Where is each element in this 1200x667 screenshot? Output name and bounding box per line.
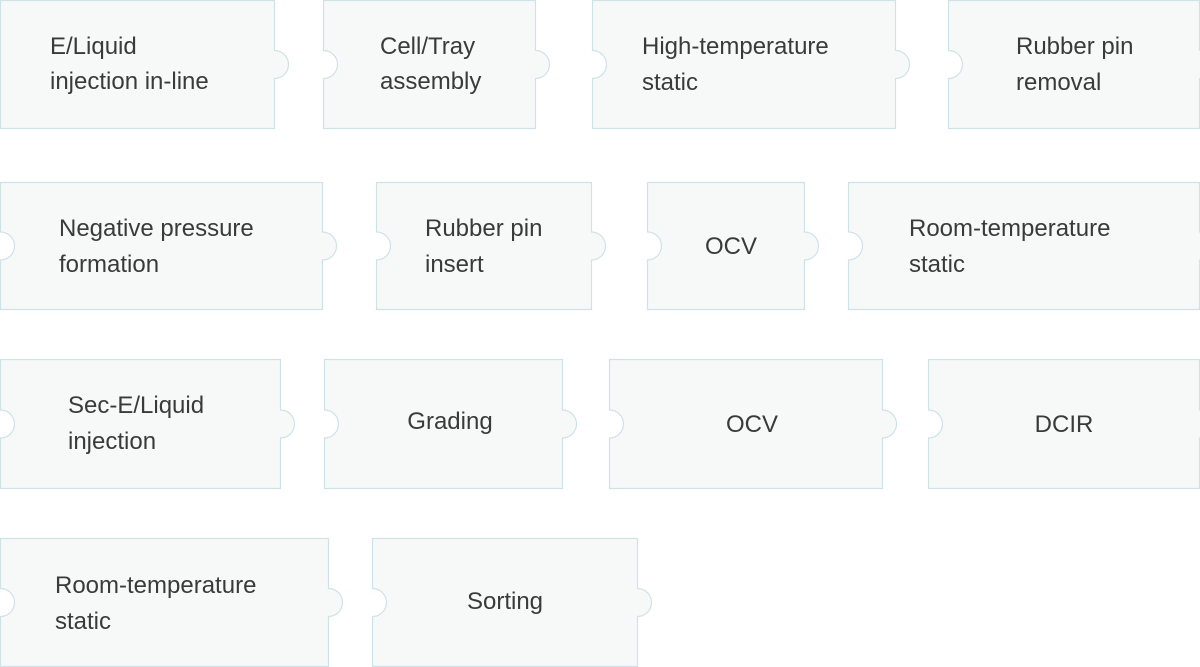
step-label-line: Room-temperature [909, 215, 1110, 242]
step-label-line: Rubber pin [425, 215, 542, 242]
process-step-card: Room-temperature static [0, 537, 344, 667]
process-step-card: Room-temperature static [847, 181, 1200, 311]
process-step-card: Sec-E/Liquid injection [0, 358, 296, 490]
step-card-shape [608, 358, 898, 490]
step-label-line: Cell/Tray [380, 33, 475, 60]
step-card-shape [0, 537, 344, 667]
step-label-line: Negative pressure [59, 215, 254, 242]
process-step-card: E/Liquid injection in-line [0, 0, 290, 130]
step-label-line: DCIR [1035, 411, 1094, 438]
step-card-shape [591, 0, 911, 130]
step-card-shape [646, 181, 820, 311]
step-label-line: insert [425, 251, 484, 278]
step-card-shape [323, 358, 578, 490]
step-label-line: Room-temperature [55, 572, 256, 599]
step-card-shape [847, 181, 1200, 311]
step-label-line: injection [68, 428, 156, 455]
process-step-card: High-temperature static [591, 0, 911, 130]
step-label-line: High-temperature [642, 33, 829, 60]
step-label-line: Rubber pin [1016, 33, 1133, 60]
step-card-shape [0, 358, 296, 490]
step-card-shape [0, 0, 290, 130]
step-label-line: static [909, 251, 965, 278]
process-step-card: OCV [608, 358, 898, 490]
step-label-line: Grading [407, 408, 492, 435]
step-label-line: OCV [726, 411, 778, 438]
process-step-card: DCIR [927, 358, 1200, 490]
process-step-card: Negative pressure formation [0, 181, 338, 311]
process-step-card: Rubber pin removal [947, 0, 1200, 130]
process-step-card: OCV [646, 181, 820, 311]
process-step-card: Grading [323, 358, 578, 490]
step-label-line: static [55, 608, 111, 635]
process-step-card: Cell/Tray assembly [322, 0, 551, 130]
step-card-shape [322, 0, 551, 130]
step-label-line: formation [59, 251, 159, 278]
step-label-line: Sec-E/Liquid [68, 392, 204, 419]
step-label-line: injection in-line [50, 68, 209, 95]
process-step-card: Rubber pin insert [375, 181, 607, 311]
step-label-line: assembly [380, 68, 481, 95]
step-card-shape [0, 181, 338, 311]
step-label-line: OCV [705, 233, 757, 260]
step-card-shape [947, 0, 1200, 130]
step-label-line: E/Liquid [50, 33, 137, 60]
step-label-line: static [642, 69, 698, 96]
step-card-shape [375, 181, 607, 311]
step-label-line: removal [1016, 69, 1101, 96]
step-label-line: Sorting [467, 588, 543, 615]
process-step-card: Sorting [371, 537, 653, 667]
